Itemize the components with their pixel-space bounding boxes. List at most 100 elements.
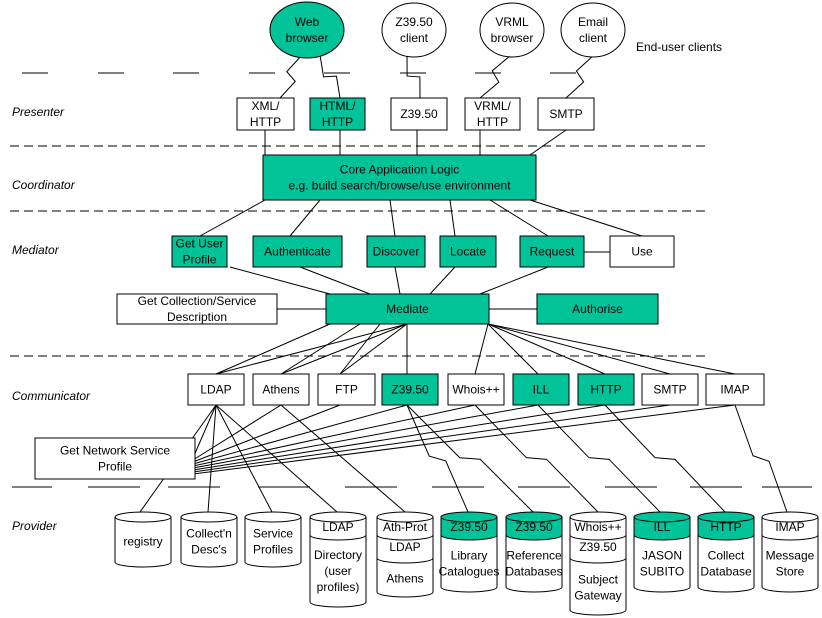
use-text: Use <box>631 245 653 259</box>
connector-line <box>192 404 671 473</box>
request[interactable]: Request <box>519 235 585 268</box>
core-application-logic-text: Core Application Logic <box>340 163 459 177</box>
connector-line <box>192 404 341 463</box>
presenter-z3950[interactable]: Z39.50 <box>390 97 448 131</box>
comm-ldap[interactable]: LDAP <box>187 373 245 406</box>
connector-line <box>474 323 489 375</box>
provider-ldap-directory-label-text: profiles) <box>317 580 360 594</box>
provider-jason-subito-label-text: JASON <box>642 549 682 563</box>
use[interactable]: Use <box>609 235 675 268</box>
client-email[interactable]: Email client <box>560 2 626 58</box>
comm-http[interactable]: HTTP <box>577 373 635 406</box>
comm-whois[interactable]: Whois++ <box>447 373 505 406</box>
comm-z3950-shape <box>381 373 439 406</box>
provider-subject-gateway-top-text: Whois++ <box>574 520 621 534</box>
authorise[interactable]: Authorise <box>536 293 659 325</box>
connector-line <box>192 404 476 467</box>
presenter-xml-http[interactable]: XML/HTTP <box>236 97 295 131</box>
connector-line <box>487 323 671 375</box>
client-email-text: Email <box>578 15 608 29</box>
presenter-xml-http-text: XML/ <box>251 99 280 113</box>
connector-line <box>339 323 381 375</box>
presenter-xml-http-shape <box>236 97 295 131</box>
connector-line <box>215 323 331 375</box>
comm-smtp[interactable]: SMTP <box>641 373 699 406</box>
comm-ftp[interactable]: FTP <box>317 373 376 406</box>
locate[interactable]: Locate <box>439 235 497 268</box>
client-vrml-browser-text: browser <box>491 31 534 45</box>
provider-collect-database-label-text: Collect <box>708 549 745 563</box>
get-user-profile-text: Get User <box>175 237 223 251</box>
connector-line <box>215 404 338 513</box>
connector-line <box>280 404 406 513</box>
comm-ill[interactable]: ILL <box>512 373 570 406</box>
comm-athens-text: Athens <box>262 383 299 397</box>
squiggle-link <box>565 54 595 99</box>
squiggle-link <box>279 54 303 99</box>
provider-collect-database-top-text: HTTP <box>710 520 741 534</box>
presenter-vrml-http-text: VRML/ <box>474 99 511 113</box>
presenter-html-http[interactable]: HTML/HTTP <box>309 97 366 131</box>
comm-http-text: HTTP <box>590 383 621 397</box>
squiggle-link <box>734 404 788 513</box>
provider-athens-label-text: Athens <box>386 572 423 586</box>
comm-whois-shape <box>447 373 505 406</box>
provider-registry[interactable]: registry <box>114 511 172 568</box>
client-email-text: client <box>579 31 608 45</box>
provider-library-catalogues-top-text: Z39.50 <box>450 520 488 534</box>
provider-collect-database-band <box>697 516 755 541</box>
client-email-shape <box>560 2 626 58</box>
comm-imap[interactable]: IMAP <box>705 373 765 406</box>
connector-line <box>192 404 282 461</box>
comm-athens[interactable]: Athens <box>252 373 310 406</box>
comm-z3950[interactable]: Z39.50 <box>381 373 439 406</box>
provider-library-catalogues-band <box>440 516 498 541</box>
mediate[interactable]: Mediate <box>325 293 490 325</box>
discover[interactable]: Discover <box>366 235 426 268</box>
provider-message-store-band <box>761 516 819 541</box>
provider-collectn-descs-label-text: Collect'n <box>186 527 232 541</box>
comm-ftp-shape <box>317 373 376 406</box>
provider-athens-band <box>376 516 434 541</box>
provider-jason-subito-top-text: ILL <box>654 520 671 534</box>
provider-athens-mid-text: LDAP <box>389 540 420 554</box>
comm-ldap-shape <box>187 373 245 406</box>
provider-reference-databases-top-text: Z39.50 <box>515 520 553 534</box>
provider-athens-lid <box>376 511 434 523</box>
client-web-browser-text: Web <box>295 15 320 29</box>
squiggle-link <box>406 54 421 99</box>
provider-message-store-lid <box>761 511 819 523</box>
layer-label-coordinator: Coordinator <box>12 178 76 192</box>
presenter-vrml-http[interactable]: VRML/HTTP <box>464 97 521 131</box>
provider-library-catalogues-label-text: Catalogues <box>439 565 500 579</box>
layer-label-presenter: Presenter <box>12 105 65 119</box>
presenter-smtp[interactable]: SMTP <box>537 97 595 131</box>
provider-subject-gateway-divider <box>569 557 627 564</box>
connector-line <box>207 404 217 513</box>
authorise-shape <box>536 293 659 325</box>
presenter-html-http-text: HTTP <box>322 115 353 129</box>
comm-smtp-text: SMTP <box>653 383 686 397</box>
end-user-clients-label: End-user clients <box>636 40 722 54</box>
get-user-profile-text: Profile <box>182 253 216 267</box>
authenticate[interactable]: Authenticate <box>252 235 343 268</box>
authenticate-shape <box>252 235 343 268</box>
